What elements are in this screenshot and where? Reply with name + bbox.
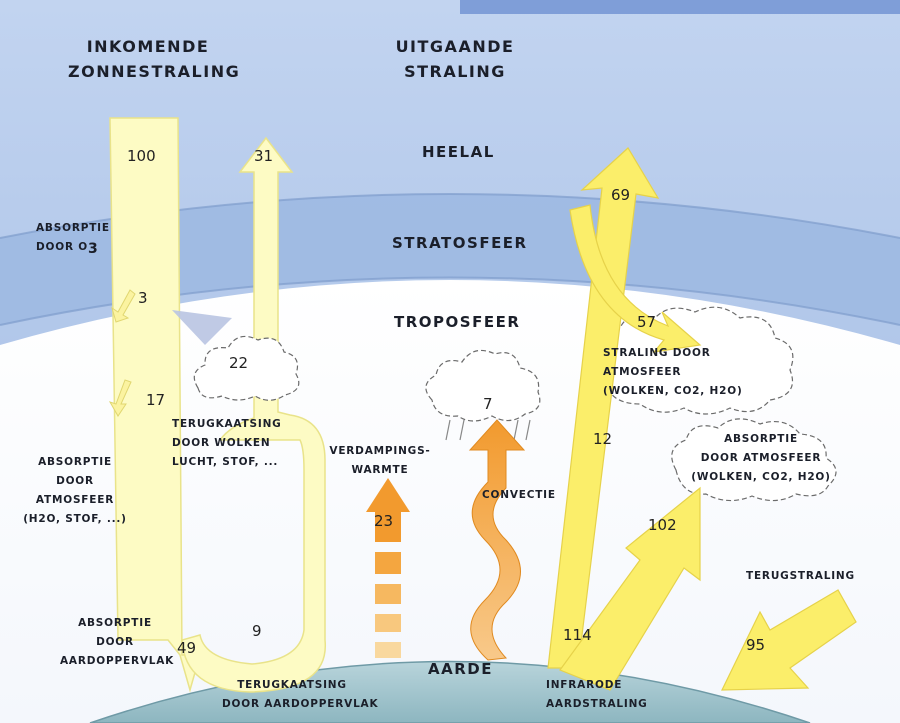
- atmosphere-radiation-line1: STRALING DOOR: [603, 344, 743, 363]
- cloud-reflection-label: TERUGKAATSING DOOR WOLKEN LUCHT, STOF, .…: [172, 415, 282, 472]
- atmosphere-absorption-label: ABSORPTIE DOOR ATMOSFEER (H2O, STOF, ...…: [20, 453, 130, 529]
- outgoing-title-line2: STRALING: [385, 59, 525, 84]
- evaporation-line1: VERDAMPINGS-: [318, 442, 442, 461]
- cloud-reflection-line2: DOOR WOLKEN: [172, 434, 282, 453]
- surface-absorption-label: ABSORPTIE DOOR AARDOPPERVLAK: [60, 614, 170, 671]
- atmosphere-absorption-line4: (H2O, STOF, ...): [20, 510, 130, 529]
- value-atmosphere-absorbed: 17: [146, 391, 165, 409]
- atmosphere-absorption-line3: ATMOSFEER: [20, 491, 130, 510]
- surface-absorption-line3: AARDOPPERVLAK: [60, 652, 170, 671]
- value-incoming: 100: [127, 147, 156, 165]
- infrared-line2: AARDSTRALING: [546, 695, 648, 714]
- layer-stratosphere: STRATOSFEER: [392, 234, 528, 252]
- infrared-line1: INFRARODE: [546, 676, 648, 695]
- atmosphere-absorption-right-line3: (WOLKEN, CO2, H2O): [676, 468, 846, 487]
- layer-troposphere: TROPOSFEER: [394, 313, 520, 331]
- value-ir-direct: 12: [593, 430, 612, 448]
- atmosphere-absorption-line1: ABSORPTIE: [20, 453, 130, 472]
- absorption-o3-text: DOOR O: [36, 241, 88, 253]
- absorption-o3-label: ABSORPTIE DOOR O3: [36, 219, 110, 259]
- atmosphere-radiation-line3: (WOLKEN, CO2, H2O): [603, 382, 743, 401]
- incoming-radiation-title: INKOMENDE ZONNESTRALING: [68, 34, 228, 84]
- surface-reflection-line1: TERUGKAATSING: [222, 676, 362, 695]
- surface-absorption-line2: DOOR: [60, 633, 170, 652]
- value-outgoing-ir: 69: [611, 186, 630, 204]
- layer-space: HEELAL: [422, 143, 495, 161]
- evaporation-label: VERDAMPINGS- WARMTE: [318, 442, 442, 480]
- value-atmosphere-to-space: 57: [637, 313, 656, 331]
- value-ir-absorbed: 102: [648, 516, 677, 534]
- o3-subscript: 3: [88, 241, 99, 257]
- value-reflected-out: 31: [254, 147, 273, 165]
- atmosphere-radiation-line2: ATMOSFEER: [603, 363, 743, 382]
- value-surface-reflected: 9: [252, 622, 262, 640]
- outgoing-title-line1: UITGAANDE: [385, 34, 525, 59]
- incoming-title-line1: INKOMENDE: [68, 34, 228, 59]
- cloud-reflection-line3: LUCHT, STOF, ...: [172, 453, 282, 472]
- surface-reflection-line2: DOOR AARDOPPERVLAK: [222, 695, 362, 714]
- atmosphere-radiation-label: STRALING DOOR ATMOSFEER (WOLKEN, CO2, H2…: [603, 344, 743, 401]
- surface-reflection-label: TERUGKAATSING DOOR AARDOPPERVLAK: [222, 676, 362, 714]
- atmosphere-absorption-right-label: ABSORPTIE DOOR ATMOSFEER (WOLKEN, CO2, H…: [676, 430, 846, 487]
- outgoing-radiation-title: UITGAANDE STRALING: [385, 34, 525, 84]
- value-o3-absorbed: 3: [138, 289, 148, 307]
- cloud-reflection-line1: TERUGKAATSING: [172, 415, 282, 434]
- convection-label: CONVECTIE: [482, 486, 556, 505]
- atmosphere-absorption-line2: DOOR: [20, 472, 130, 491]
- atmosphere-absorption-right-line2: DOOR ATMOSFEER: [676, 449, 846, 468]
- incoming-title-line2: ZONNESTRALING: [68, 59, 228, 84]
- value-cloud-reflected: 22: [229, 354, 248, 372]
- top-strip: [460, 0, 900, 14]
- layer-earth: AARDE: [428, 660, 493, 678]
- absorption-o3-line1: ABSORPTIE: [36, 219, 110, 238]
- atmosphere-absorption-right-line1: ABSORPTIE: [676, 430, 846, 449]
- value-convection: 7: [483, 395, 493, 413]
- value-evaporation: 23: [374, 512, 393, 530]
- evaporation-line2: WARMTE: [318, 461, 442, 480]
- surface-absorption-line1: ABSORPTIE: [60, 614, 170, 633]
- value-ir-surface: 114: [563, 626, 592, 644]
- infrared-label: INFRARODE AARDSTRALING: [546, 676, 648, 714]
- value-back-radiation: 95: [746, 636, 765, 654]
- absorption-o3-line2: DOOR O3: [36, 238, 110, 259]
- back-radiation-label: TERUGSTRALING: [746, 567, 855, 586]
- value-surface-absorbed: 49: [177, 639, 196, 657]
